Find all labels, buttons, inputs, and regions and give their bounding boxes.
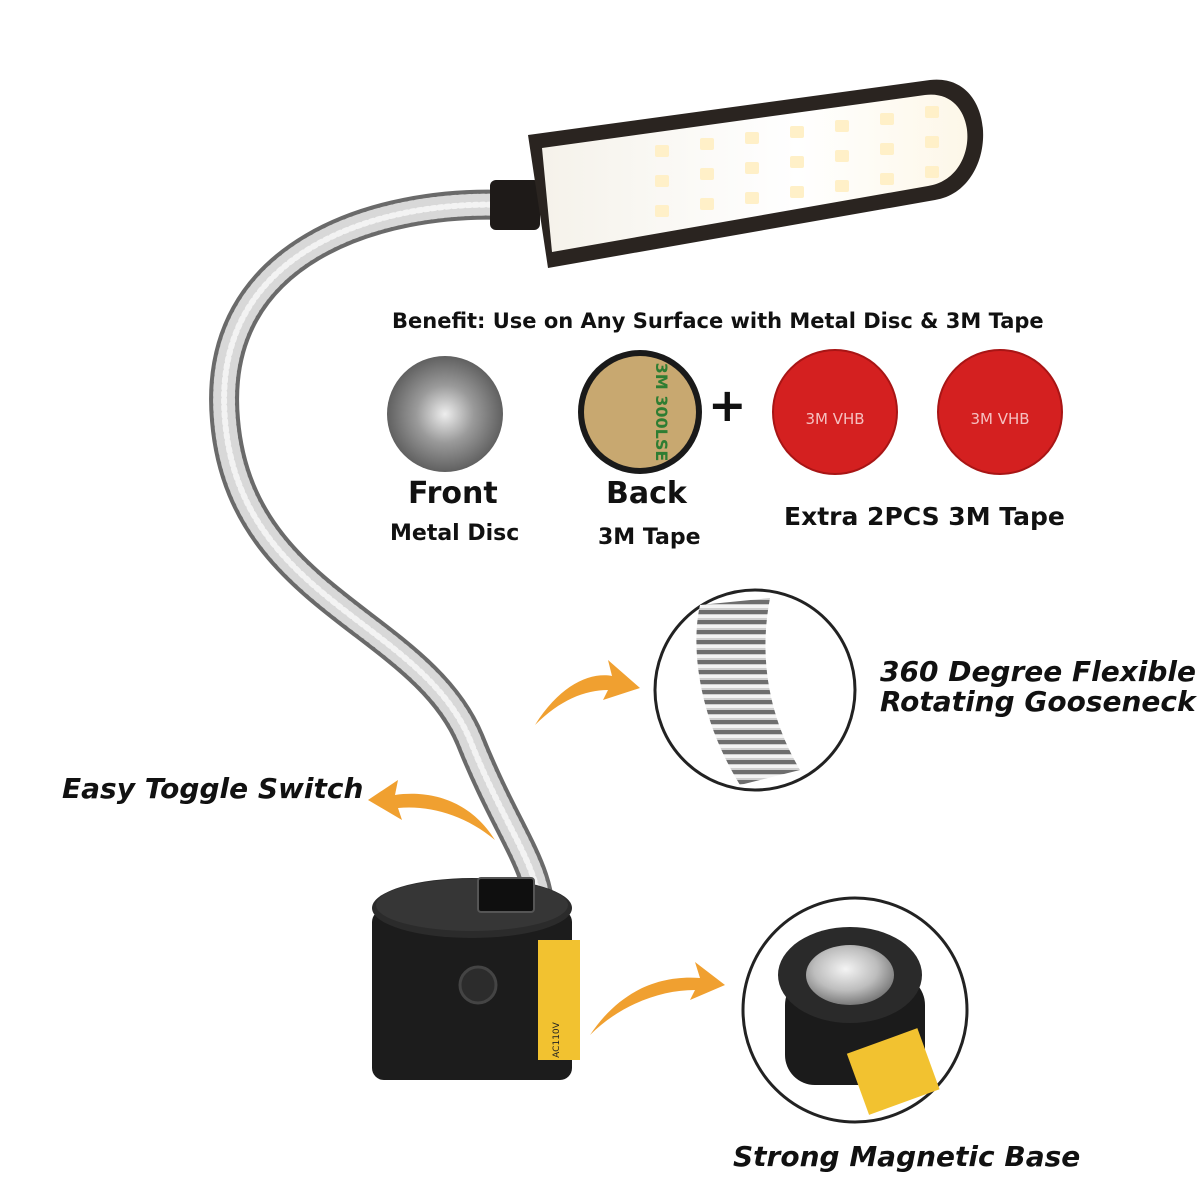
plus-sign: +	[708, 378, 747, 432]
vhb-print-1: 3M VHB	[805, 410, 864, 428]
arrow-toggle	[368, 780, 495, 840]
red-tape-2: 3M VHB	[937, 349, 1063, 475]
red-tape-1: 3M VHB	[772, 349, 898, 475]
tape-back: 3M 300LSE	[578, 350, 702, 474]
benefit-heading: Benefit: Use on Any Surface with Metal D…	[392, 309, 1044, 333]
magnetic-zoom	[741, 896, 969, 1124]
toggle-feature: Easy Toggle Switch	[62, 772, 364, 805]
extra-tape-label: Extra 2PCS 3M Tape	[784, 502, 1065, 531]
back-sublabel: 3M Tape	[598, 525, 701, 550]
metal-disc	[387, 356, 503, 472]
front-sublabel: Metal Disc	[390, 521, 520, 546]
front-label: Front	[408, 476, 498, 511]
lamp-head	[490, 79, 984, 268]
toggle-switch	[477, 877, 535, 913]
back-label: Back	[606, 476, 687, 511]
gooseneck-feature-line1: 360 Degree Flexible	[880, 655, 1197, 688]
base-label-print: AC110V	[552, 1021, 562, 1057]
gooseneck-zoom	[653, 588, 857, 792]
lamp-base: AC110V	[372, 877, 580, 1080]
gooseneck-feature-line2: Rotating Gooseneck	[880, 685, 1196, 718]
led-chips	[655, 106, 939, 217]
vhb-print-2: 3M VHB	[970, 410, 1029, 428]
magnetic-feature: Strong Magnetic Base	[733, 1140, 1081, 1173]
tape-print: 3M 300LSE	[652, 363, 671, 462]
arrow-gooseneck	[535, 660, 640, 725]
arrow-magnetic	[590, 962, 725, 1035]
